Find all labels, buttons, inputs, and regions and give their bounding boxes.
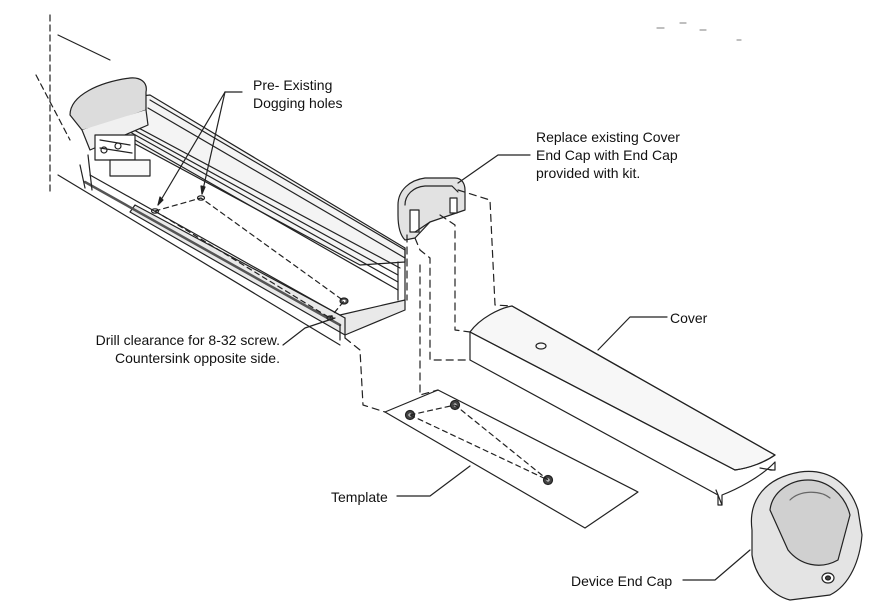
replace-end-cap-label: Replace existing Cover End Cap with End … [536,128,680,182]
door-frame [35,14,341,346]
dogging-holes-label-line1: Pre- Existing [253,77,333,93]
template-label: Template [331,489,388,505]
replace-end-cap-label-line1: Replace existing Cover [536,129,680,145]
leader-lines [157,91,751,581]
device-end-cap-label: Device End Cap [571,573,673,589]
drill-clearance-label-line1: Drill clearance for 8-32 screw. [95,332,280,348]
dogging-holes-label-line2: Dogging holes [253,95,343,111]
replacement-end-cap [397,177,466,241]
drill-clearance-label-line2: Countersink opposite side. [115,350,280,366]
stray-marks [656,22,742,41]
replace-end-cap-label-line3: provided with kit. [536,165,641,181]
drill-clearance-label: Drill clearance for 8-32 screw. Counters… [50,331,280,367]
exit-device-rail [83,94,406,341]
cover [469,305,776,506]
device-end-cap [750,470,863,601]
alignment-lines [344,189,513,413]
replace-end-cap-label-line2: End Cap with End Cap [536,147,678,163]
cover-label: Cover [670,310,708,326]
existing-end-mechanism [69,77,151,191]
template-plate [384,389,639,529]
dogging-holes-label: Pre- Existing Dogging holes [253,76,343,112]
